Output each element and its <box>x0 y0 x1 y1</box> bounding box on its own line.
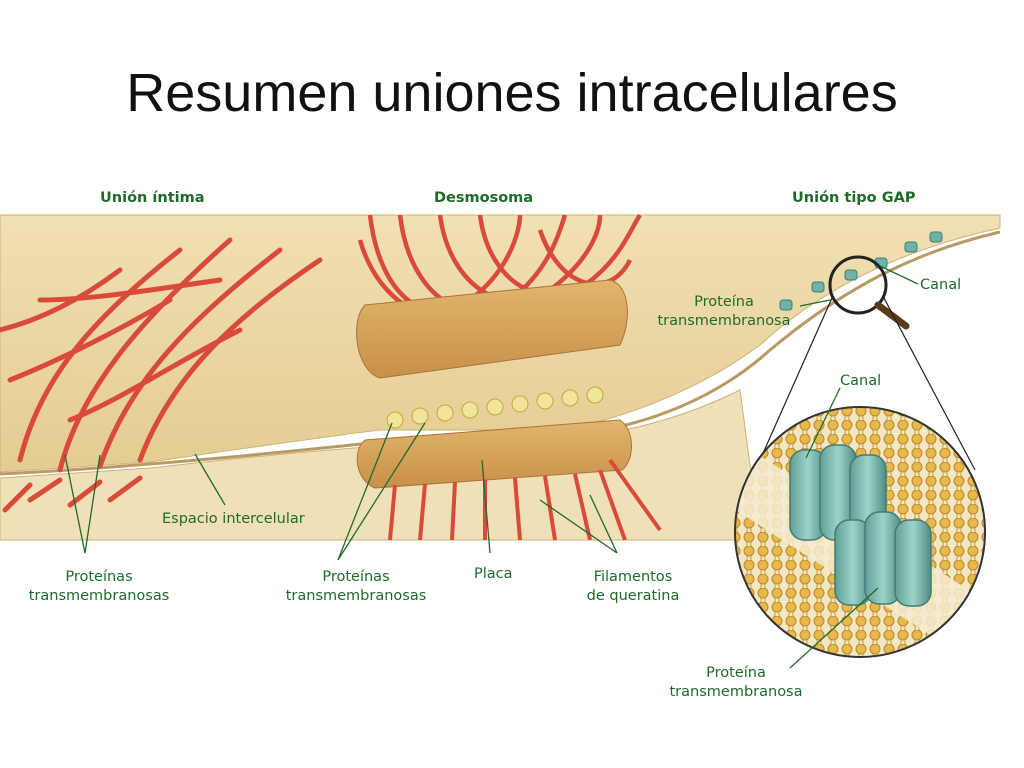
label-canal-top: Canal <box>920 277 962 293</box>
membrane-line <box>0 230 1001 476</box>
header-tight-junction: Unión íntima <box>100 190 205 206</box>
desmosome-upper-plate <box>356 279 628 379</box>
desmosome-lower-plate <box>356 419 632 489</box>
label-plate: Placa <box>474 566 513 582</box>
gap-junction-channels <box>779 231 943 311</box>
gap-zoom-view <box>735 407 985 657</box>
header-gap-junction: Unión tipo GAP <box>792 190 916 206</box>
label-gap-protein-bottom: Proteína transmembranosa <box>669 665 803 700</box>
label-keratin-filaments: Filamentos de queratina <box>586 569 680 604</box>
label-tight-proteins: Proteínas transmembranosas <box>28 569 170 604</box>
label-gap-protein-top: Proteína transmembranosa <box>657 294 791 329</box>
desmosome-linker-proteins <box>386 386 604 429</box>
magnifier-circle <box>828 255 888 315</box>
label-canal-zoom: Canal <box>840 373 882 389</box>
slide-title: Resumen uniones intracelulares <box>126 63 898 123</box>
label-intercellular-space: Espacio intercelular <box>162 511 305 527</box>
label-leader-lines <box>64 265 919 669</box>
magnifier-handle <box>874 301 910 330</box>
zoom-channel-proteins <box>789 444 932 607</box>
header-desmosome: Desmosoma <box>434 190 534 206</box>
label-desmosome-proteins: Proteínas transmembranosas <box>285 569 427 604</box>
desmosome-lower-filaments <box>388 458 662 541</box>
